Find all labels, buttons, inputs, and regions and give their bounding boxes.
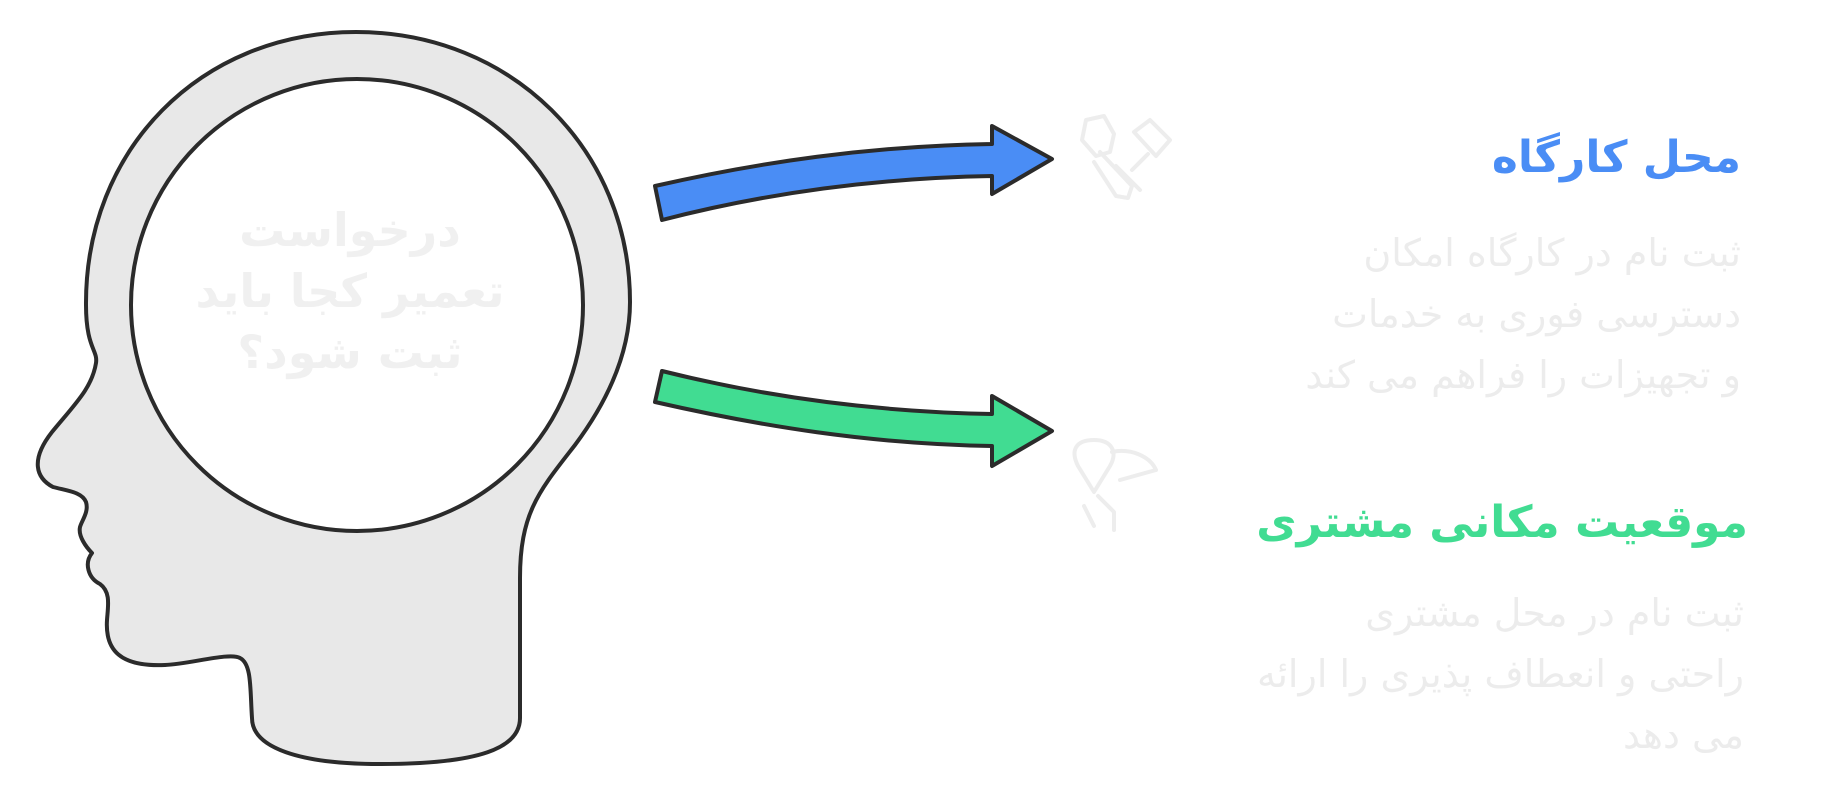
arrow-customer (653, 369, 1054, 468)
tools-icon (1080, 114, 1172, 200)
central-question: درخواست تعمیر کجا باید ثبت شود؟ (195, 203, 505, 379)
location-pin-icon (1072, 438, 1158, 532)
option-customer-title: موقعیت مکانی مشتری (1256, 497, 1748, 548)
arrow-workshop (653, 124, 1054, 222)
option-workshop-description: ثبت نام در کارگاه امکان دسترسی فوری به خ… (1305, 231, 1741, 397)
thought-circle (129, 77, 585, 533)
option-workshop-title: محل کارگاه (1491, 132, 1741, 183)
option-customer-description: ثبت نام در محل مشتری راحتی و انعطاف پذیر… (1256, 591, 1744, 757)
